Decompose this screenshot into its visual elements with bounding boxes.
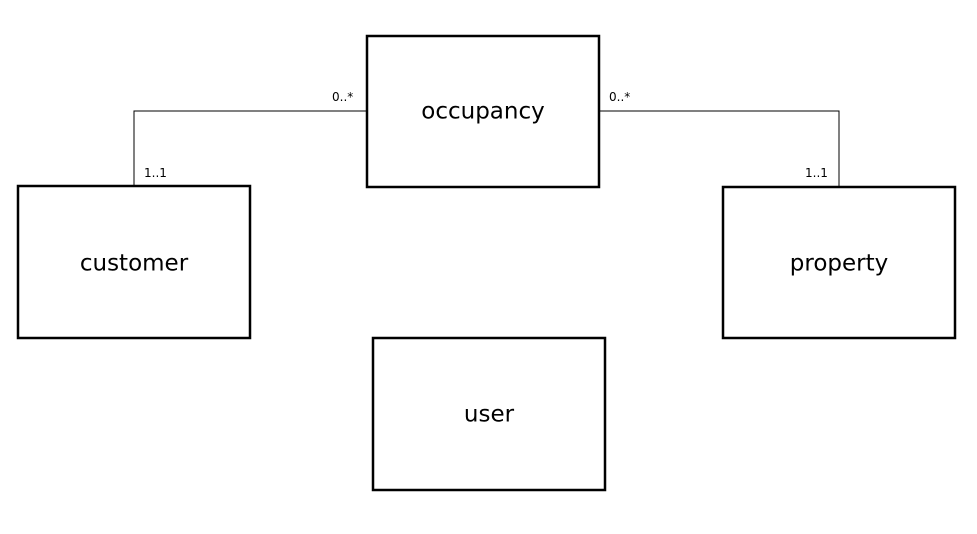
entity-property[interactable]: property	[721, 185, 957, 340]
entity-customer[interactable]: customer	[16, 184, 252, 340]
entity-user[interactable]: user	[371, 336, 607, 492]
entity-label: user	[464, 402, 515, 428]
occupancy-customer-multiplicity: 0..*	[332, 90, 353, 104]
entity-label: property	[790, 251, 888, 277]
occupancy-property-multiplicity: 0..*	[609, 90, 630, 104]
property-occupancy-multiplicity: 1..1	[805, 166, 828, 180]
entity-box	[365, 34, 601, 189]
entity-label: customer	[80, 251, 189, 277]
entity-label: occupancy	[421, 99, 544, 125]
customer-occupancy-multiplicity: 1..1	[144, 166, 167, 180]
entity-occupancy[interactable]: occupancy	[365, 34, 601, 189]
entity-box	[721, 185, 957, 340]
entity-box	[16, 184, 252, 340]
property-occupancy-link	[599, 110, 840, 187]
entity-box	[371, 336, 607, 492]
customer-occupancy-link	[133, 110, 367, 186]
